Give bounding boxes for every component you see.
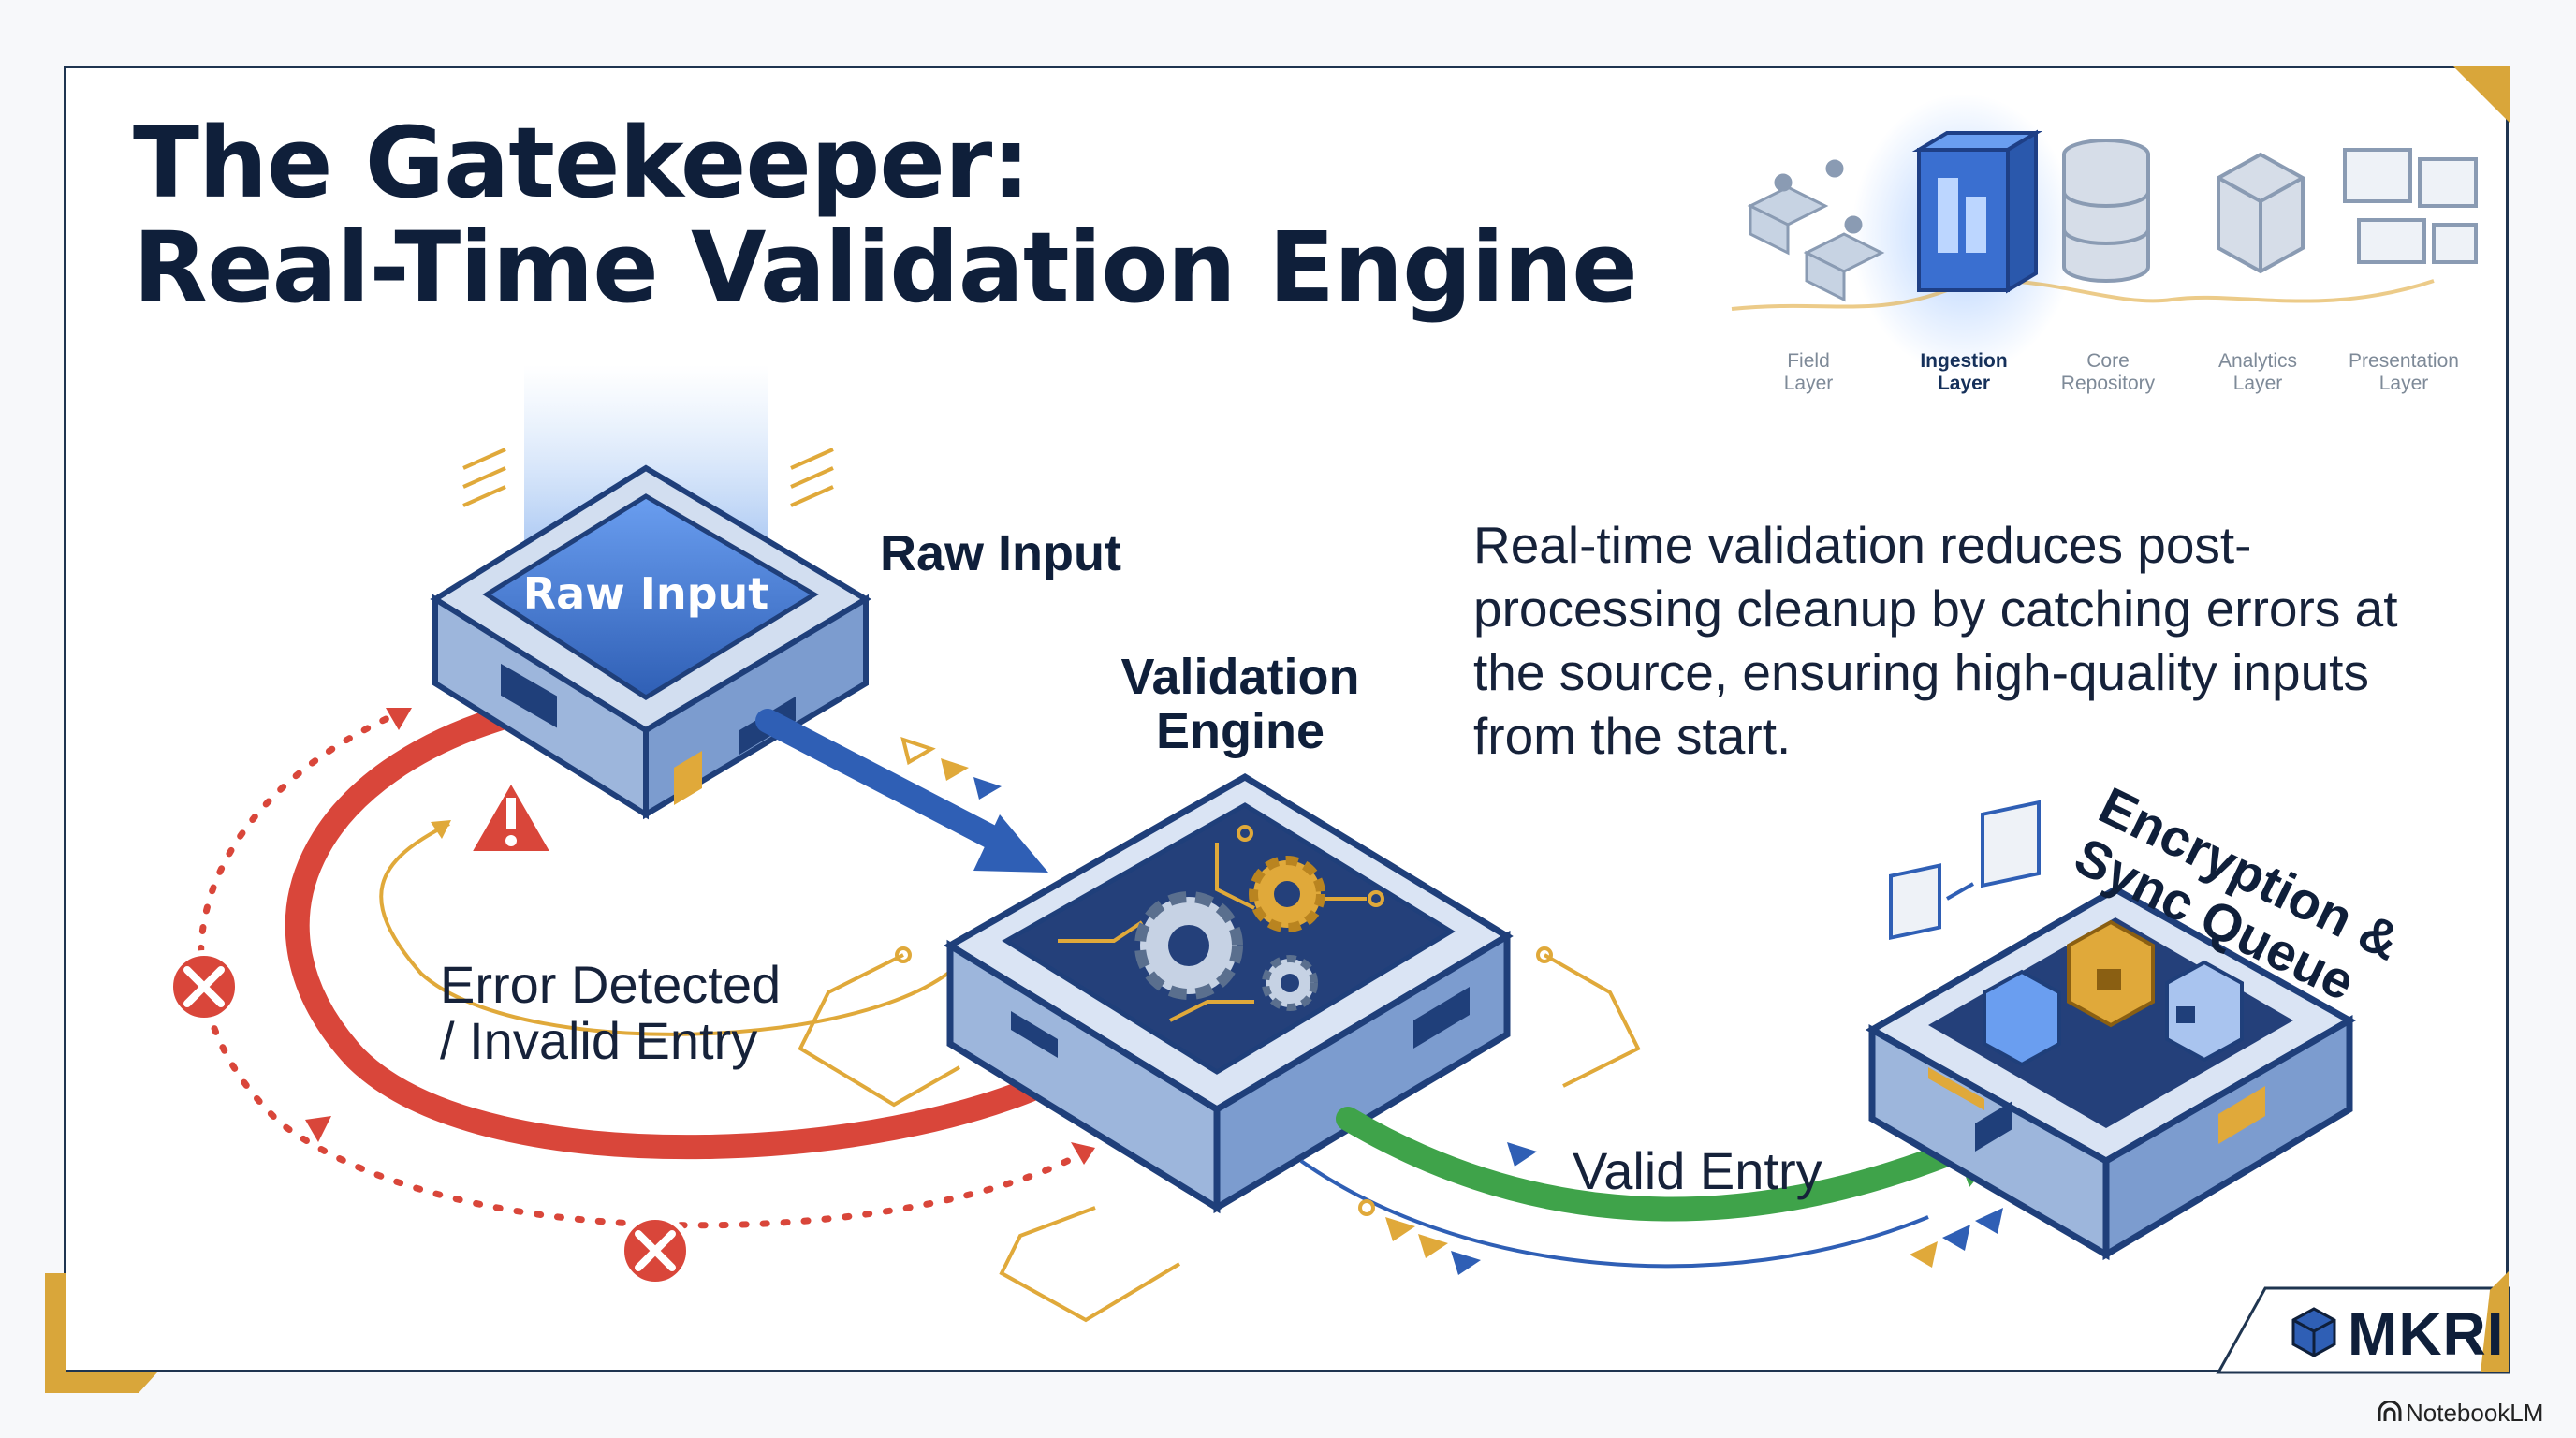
error-loop — [168, 693, 1095, 1287]
raw-input-node — [430, 365, 871, 820]
brand-plate — [2216, 1271, 2510, 1374]
title-line-2: Real-Time Validation Engine — [133, 211, 1638, 325]
signal-lines — [798, 946, 1641, 1323]
notebooklm-icon — [2378, 1401, 2402, 1421]
lock-server-icon — [2165, 960, 2244, 1063]
brand-logo-icon — [2291, 1307, 2336, 1357]
analytics-layer-icon — [2217, 152, 2305, 274]
lock-box-icon — [2067, 919, 2155, 1028]
error-x-icon-left — [168, 950, 241, 1023]
gear-icon-small — [1262, 955, 1318, 1011]
error-x-icon-bottom — [619, 1214, 692, 1287]
server-block-icon — [1983, 969, 2061, 1067]
title-line-1: The Gatekeeper: — [133, 106, 1031, 220]
pipeline-overview — [1731, 94, 2478, 374]
page-title: The Gatekeeper: Real-Time Validation Eng… — [133, 106, 1638, 325]
document-icon — [1889, 800, 2041, 941]
error-inner-path — [379, 822, 975, 1036]
error-label: Error Detected / Invalid Entry — [440, 955, 782, 1070]
flow-chevrons-top — [900, 736, 1002, 800]
presentation-layer-icon — [2343, 148, 2478, 264]
validation-engine-node — [944, 772, 1514, 1214]
encryption-node — [1865, 800, 2357, 1261]
validation-engine-label: Validation Engine — [1120, 649, 1360, 759]
corner-accent-top-right — [2452, 66, 2510, 124]
error-return-arrow — [285, 699, 1089, 1160]
ingestion-layer-icon — [1911, 129, 2043, 294]
gear-icon-large — [1134, 891, 1243, 1000]
gear-icon-gold — [1249, 856, 1325, 932]
raw-input-screen-text: Raw Input — [523, 568, 769, 619]
corner-accent-bottom-left — [45, 1273, 157, 1393]
brand-name: MKRI — [2348, 1300, 2505, 1368]
watermark: NotebookLM — [2406, 1399, 2544, 1427]
callout-text: Real-time validation reduces post-proces… — [1473, 516, 2398, 765]
flow-chevrons-bottom — [1385, 1142, 2003, 1275]
warning-icon — [465, 776, 557, 857]
raw-to-validation-arrow — [755, 709, 1048, 873]
error-dotted-path — [198, 708, 1090, 1229]
core-repository-icon — [2062, 139, 2150, 283]
raw-input-label: Raw Input — [880, 525, 1121, 581]
field-layer-icon — [1747, 159, 1885, 302]
valid-entry-label: Valid Entry — [1573, 1141, 1822, 1200]
